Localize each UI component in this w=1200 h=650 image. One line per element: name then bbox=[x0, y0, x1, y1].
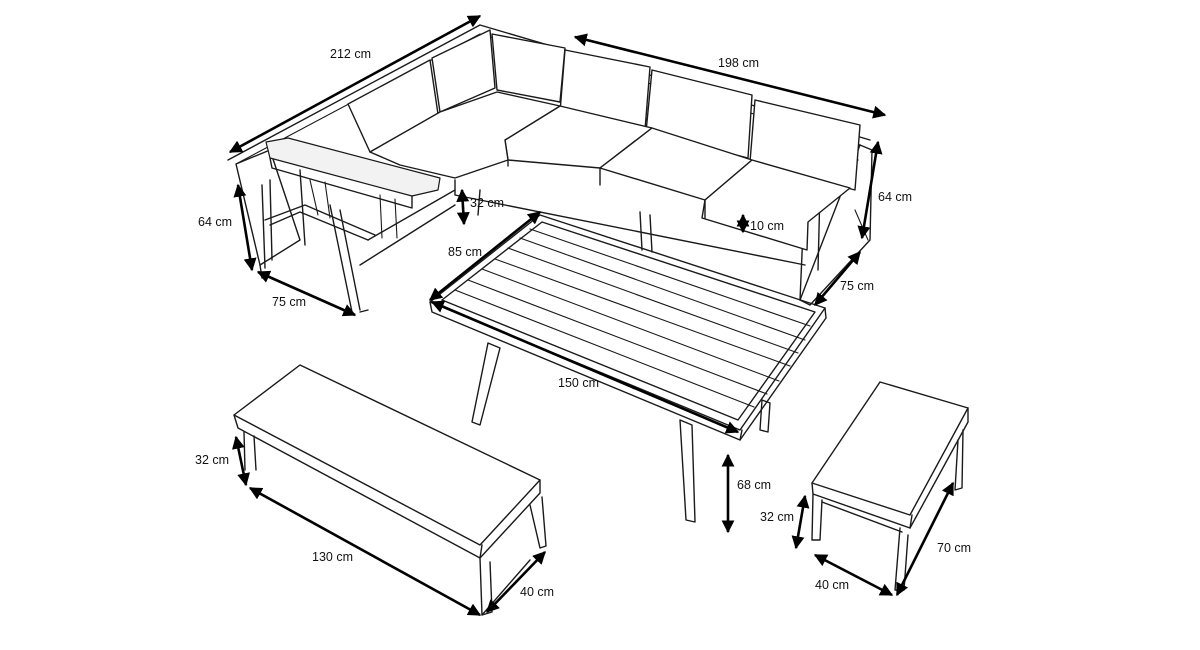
label-sofa-long-side: 212 cm bbox=[330, 47, 371, 61]
dimension-labels: 212 cm 198 cm 64 cm 75 cm 32 cm 10 cm 64… bbox=[195, 47, 971, 599]
label-table-length: 150 cm bbox=[558, 376, 599, 390]
label-cushion-thickness: 10 cm bbox=[750, 219, 784, 233]
label-sofa-left-depth: 75 cm bbox=[272, 295, 306, 309]
label-long-bench-height: 32 cm bbox=[195, 453, 229, 467]
label-long-bench-length: 130 cm bbox=[312, 550, 353, 564]
small-bench bbox=[811, 381, 969, 591]
label-small-bench-depth: 40 cm bbox=[815, 578, 849, 592]
label-sofa-left-height: 64 cm bbox=[198, 215, 232, 229]
label-small-bench-length: 70 cm bbox=[937, 541, 971, 555]
corner-sofa bbox=[227, 24, 873, 313]
label-table-width: 85 cm bbox=[448, 245, 482, 259]
dimension-arrows bbox=[228, 14, 955, 617]
label-small-bench-height: 32 cm bbox=[760, 510, 794, 524]
label-table-height: 68 cm bbox=[737, 478, 771, 492]
label-sofa-short-side: 198 cm bbox=[718, 56, 759, 70]
label-sofa-right-height: 64 cm bbox=[878, 190, 912, 204]
label-long-bench-depth: 40 cm bbox=[520, 585, 554, 599]
long-bench bbox=[233, 364, 547, 616]
label-sofa-right-depth: 75 cm bbox=[840, 279, 874, 293]
label-seat-height: 32 cm bbox=[470, 196, 504, 210]
